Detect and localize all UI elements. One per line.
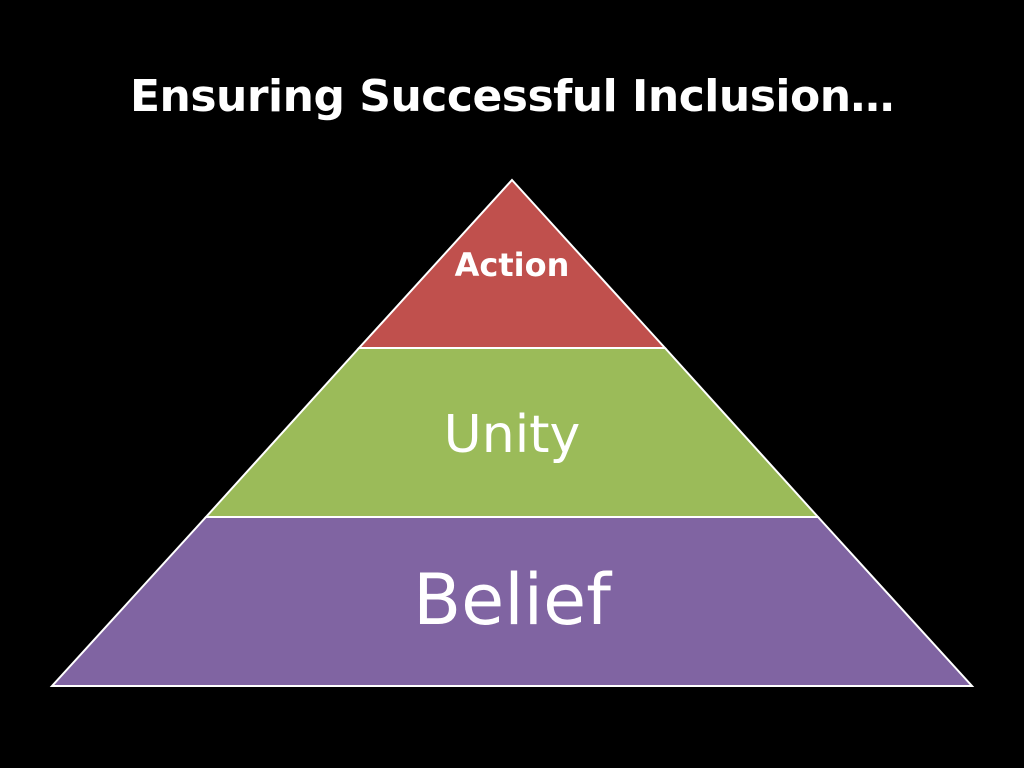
- pyramid-tier-belief: [49, 516, 975, 687]
- pyramid-label-action: Action: [455, 246, 570, 284]
- pyramid-label-belief: Belief: [413, 559, 612, 641]
- slide-title: Ensuring Successful Inclusion…: [129, 71, 895, 122]
- pyramid-label-unity: Unity: [444, 405, 581, 465]
